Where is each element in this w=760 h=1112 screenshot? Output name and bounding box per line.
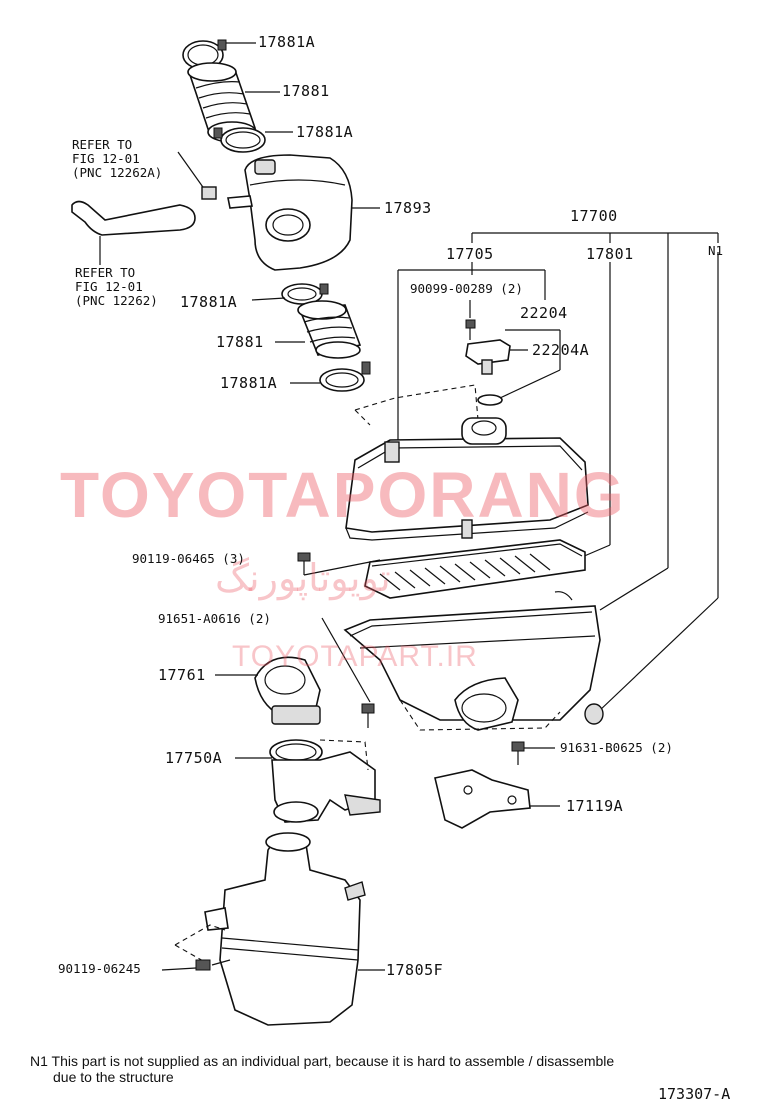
label-bolt-a: 90119-06465 (3)	[132, 551, 245, 566]
label-n1: N1	[708, 243, 724, 258]
housing-cap	[345, 417, 589, 541]
label-clamp-top-2: 17881A	[296, 123, 354, 141]
refer-bottom: REFER TO FIG 12-01 (PNC 12262)	[75, 265, 158, 308]
label-element: 17801	[586, 245, 634, 263]
top-clamp	[182, 39, 256, 70]
watermark-sub: TOYOTAPART.IR	[232, 640, 478, 673]
sensor-parts	[465, 300, 561, 406]
filter-element	[364, 539, 586, 599]
label-hose-mid: 17881	[216, 333, 264, 351]
inlet-duct	[215, 656, 321, 725]
label-oring: 22204A	[532, 341, 590, 359]
mid-clamp	[251, 283, 329, 305]
mid-clamp-2	[290, 361, 371, 392]
label-sensor: 22204	[520, 304, 568, 322]
lower-resonator	[161, 832, 385, 1026]
top-clamp-2	[213, 127, 293, 153]
label-clamp-mid-2: 17881A	[220, 374, 278, 392]
label-bracket: 17119A	[566, 797, 624, 815]
lower-case	[343, 591, 604, 731]
label-lower-resonator: 17805F	[386, 961, 444, 979]
footnote-line-2: due to the structure	[53, 1069, 174, 1085]
label-clamp-mid: 17881A	[180, 293, 238, 311]
refer-top: REFER TO FIG 12-01 (PNC 12262A)	[72, 137, 163, 180]
label-inlet-duct-2: 17750A	[165, 749, 223, 767]
label-inlet-duct: 17761	[158, 666, 206, 684]
watermark-main: TOYOTAPORANG	[60, 459, 626, 531]
label-bolt-d: 90119-06245	[58, 961, 141, 976]
small-bolts	[297, 552, 555, 765]
label-hose-top: 17881	[282, 82, 330, 100]
connecting-hose	[71, 151, 217, 265]
air-duct	[235, 739, 381, 823]
label-assembly: 17700	[570, 207, 618, 225]
label-resonator: 17893	[384, 199, 432, 217]
label-bolt-top: 90099-00289 (2)	[410, 281, 523, 296]
watermark-arabic: تویوتاپورنگ	[215, 556, 391, 600]
mid-hose	[275, 300, 362, 359]
label-clamp-top: 17881A	[258, 33, 316, 51]
bracket	[434, 769, 560, 829]
label-cap-sub: 17705	[446, 245, 494, 263]
label-bolt-c: 91631-B0625 (2)	[560, 740, 673, 755]
footnote-line-1: N1 This part is not supplied as an indiv…	[30, 1053, 615, 1069]
resonator	[227, 154, 380, 271]
figure-code: 173307-A	[658, 1085, 731, 1103]
label-bolt-b: 91651-A0616 (2)	[158, 611, 271, 626]
